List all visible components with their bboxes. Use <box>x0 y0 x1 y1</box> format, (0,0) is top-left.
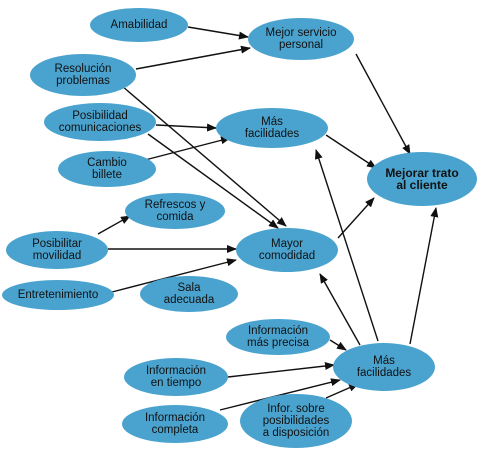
arrow-posibilidad-to-facilidades <box>155 123 217 132</box>
arrow-movilidad-to-refrescos <box>97 215 131 235</box>
arrow-amabilidad-to-servicio <box>187 26 249 40</box>
node-informacion-completa: Información completa <box>122 405 228 443</box>
arrow-facilidades-bottom-to-mejorar <box>409 207 439 345</box>
node-amabilidad: Amabilidad <box>90 8 188 42</box>
node-cambio-billete: Cambio billete <box>58 151 156 187</box>
node-sala-adecuada: Sala adecuada <box>140 276 238 312</box>
node-informacion-mas-precisa: Información más precisa <box>226 319 330 355</box>
arrow-comodidad-to-mejorar <box>337 197 375 239</box>
node-refrescos-comida: Refrescos y comida <box>125 193 225 229</box>
node-mas-facilidades-top: Más facilidades <box>216 108 328 148</box>
arrow-resolucion-to-comodidad <box>121 85 287 227</box>
node-informacion-en-tiempo: Información en tiempo <box>124 358 228 396</box>
arrow-facilidades-bottom-to-facilidades-top <box>314 149 379 342</box>
node-posibilitar-movilidad: Posibilitar movilidad <box>6 231 108 269</box>
node-mas-facilidades-bottom: Más facilidades <box>333 343 435 391</box>
node-mayor-comodidad: Mayor comodidad <box>236 228 338 272</box>
arrow-resolucion-to-servicio <box>135 45 251 70</box>
node-infor-posibilidades: Infor. sobre posibilidades a disposición <box>240 394 352 448</box>
node-resolucion-problemas: Resolución problemas <box>30 54 136 96</box>
arrow-info-precisa-to-facilidades-bottom <box>329 339 347 351</box>
arrow-info-tiempo-to-facilidades-bottom <box>227 362 335 378</box>
node-mejor-servicio-personal: Mejor servicio personal <box>248 18 354 60</box>
node-entretenimiento: Entretenimiento <box>2 280 114 310</box>
arrow-posibilidad-to-comodidad <box>147 133 279 229</box>
arrow-facilidades-top-to-mejorar <box>325 134 377 169</box>
arrow-cambio-to-facilidades <box>144 136 231 161</box>
arrow-facilidades-bottom-to-comodidad <box>319 273 361 346</box>
arrow-infor-posibilidades-to-facilidades-bottom <box>325 383 359 399</box>
arrow-servicio-to-mejorar <box>355 53 411 155</box>
node-posibilidad-comunicaciones: Posibilidad comunicaciones <box>44 103 156 141</box>
node-mejorar-trato-cliente: Mejorar trato al cliente <box>367 152 477 206</box>
